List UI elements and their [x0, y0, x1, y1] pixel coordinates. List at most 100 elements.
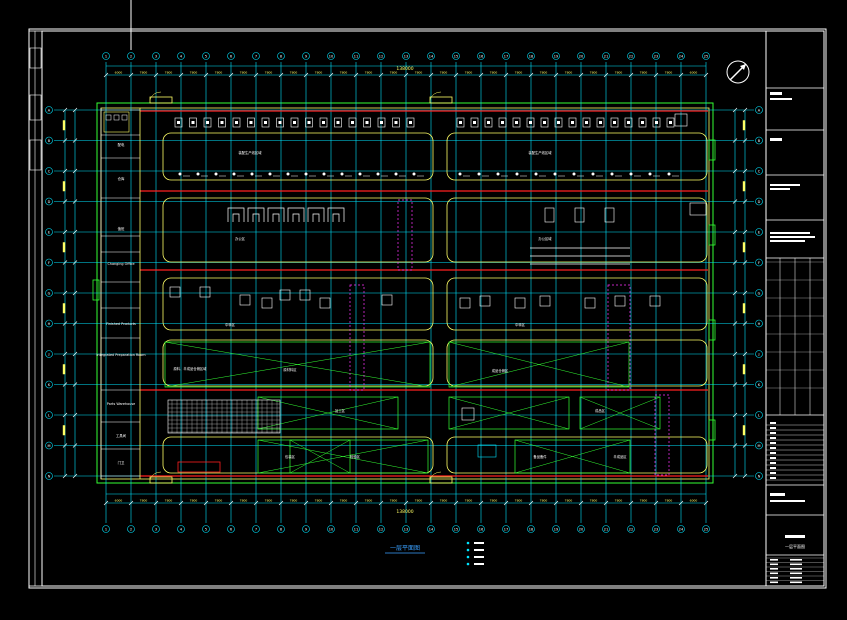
machine — [174, 117, 183, 128]
workstation — [539, 295, 551, 307]
grid-label-col: 21 — [604, 55, 608, 59]
dimension-tick — [703, 500, 709, 506]
dimension-tick — [742, 107, 748, 113]
grid-bubble — [677, 52, 685, 60]
machine — [348, 117, 357, 128]
cabinet — [689, 202, 707, 216]
machine-core — [249, 121, 253, 124]
equipment-dot — [553, 172, 557, 176]
grid-label-row: A — [758, 108, 761, 112]
equipment-dot — [178, 172, 182, 176]
grid-bubble — [377, 525, 385, 533]
red-marked-area — [177, 461, 221, 473]
dimension-value: 7800 — [415, 71, 423, 75]
dimension-tick — [353, 500, 359, 506]
grid-bubble — [477, 525, 485, 533]
dimension-tick — [62, 138, 68, 143]
grid-bubble — [755, 380, 763, 389]
grid-label-row: G — [758, 291, 761, 295]
machine — [610, 117, 619, 128]
title-block-text-mark — [770, 467, 776, 469]
grid-bubble — [127, 525, 135, 533]
dimension-tick — [653, 72, 659, 78]
grid-label-col: 14 — [429, 55, 434, 59]
dimension-value-mark — [742, 120, 746, 131]
dimension-tick — [228, 500, 234, 506]
machine — [261, 117, 270, 128]
grid-label-row: F — [48, 261, 50, 265]
grid-bubble — [252, 525, 260, 533]
grid-bubble — [577, 52, 585, 60]
dimension-tick — [553, 500, 559, 506]
dimension-value: 7800 — [640, 71, 648, 75]
equipment-dot — [358, 172, 362, 176]
dimension-tick — [103, 500, 109, 506]
equipment-dot — [304, 172, 308, 176]
grid-bubble — [302, 525, 310, 533]
workstation — [261, 297, 273, 309]
dimension-tick — [603, 500, 609, 506]
dimension-value: 6000 — [115, 71, 123, 75]
door — [708, 139, 716, 161]
machine-core — [191, 121, 195, 124]
grid-label-col: 7 — [255, 55, 257, 59]
grid-label-row: A — [48, 108, 51, 112]
dimension-tick — [732, 260, 738, 265]
zone-label: 原材料区 — [283, 367, 297, 372]
dimension-tick — [742, 443, 748, 448]
dimension-value: 7800 — [465, 499, 473, 503]
room-label: Integrated Preparation Room — [96, 353, 146, 357]
door — [149, 476, 173, 484]
grid-bubble — [45, 167, 53, 175]
dimension-value: 7800 — [265, 71, 273, 75]
storage-box-diagonal — [448, 396, 570, 430]
grid-bubble — [45, 441, 53, 450]
dimension-tick — [732, 321, 738, 326]
grid-bubble — [527, 525, 535, 533]
dimension-tick — [253, 72, 259, 78]
title-block-text-mark — [770, 447, 776, 449]
storage-box-diagonal — [164, 341, 431, 388]
workstation — [649, 295, 661, 307]
grid-bubble — [102, 525, 110, 533]
grid-bubble — [552, 525, 560, 533]
machine — [512, 117, 521, 128]
dimension-tick — [678, 500, 684, 506]
workstation — [169, 286, 181, 298]
grid-label-row: F — [758, 261, 760, 265]
title-block-text-mark — [770, 427, 776, 429]
left-strip — [28, 30, 43, 587]
north-arrow-icon — [726, 60, 750, 84]
door-swing — [429, 471, 442, 481]
grid-bubble — [755, 319, 763, 328]
zone-label: 检验区 — [350, 454, 361, 459]
machine — [218, 117, 226, 128]
machine — [406, 117, 415, 128]
grid-bubble — [202, 52, 210, 60]
machine — [638, 117, 647, 128]
dimension-tick — [732, 138, 738, 143]
title-block-text-mark — [790, 581, 802, 584]
dimension-tick — [72, 107, 78, 113]
dimension-value: 7800 — [190, 71, 198, 75]
grid-bubble — [45, 472, 53, 480]
grid-label-col: 22 — [629, 528, 633, 532]
dimension-tick — [428, 500, 434, 506]
equipment-dot — [648, 172, 652, 176]
dimension-value: 7800 — [590, 499, 598, 503]
title-block-text-mark — [770, 422, 776, 424]
equipment-dot — [268, 172, 272, 176]
zone-label: 装配生产线区域 — [238, 150, 262, 155]
grid-label-row: N — [758, 474, 761, 478]
title-block: 一层平面图 — [765, 30, 825, 587]
dimension-tick — [62, 290, 68, 296]
legend-line — [474, 549, 484, 551]
grid-label-row: L — [48, 413, 50, 417]
grid-label-col: 4 — [180, 528, 183, 532]
storage-box-diagonal — [514, 439, 631, 474]
workstation — [299, 289, 311, 301]
grid-label-col: 25 — [704, 528, 708, 532]
room-label: 仓库 — [118, 176, 125, 181]
dimension-tick — [742, 473, 748, 479]
